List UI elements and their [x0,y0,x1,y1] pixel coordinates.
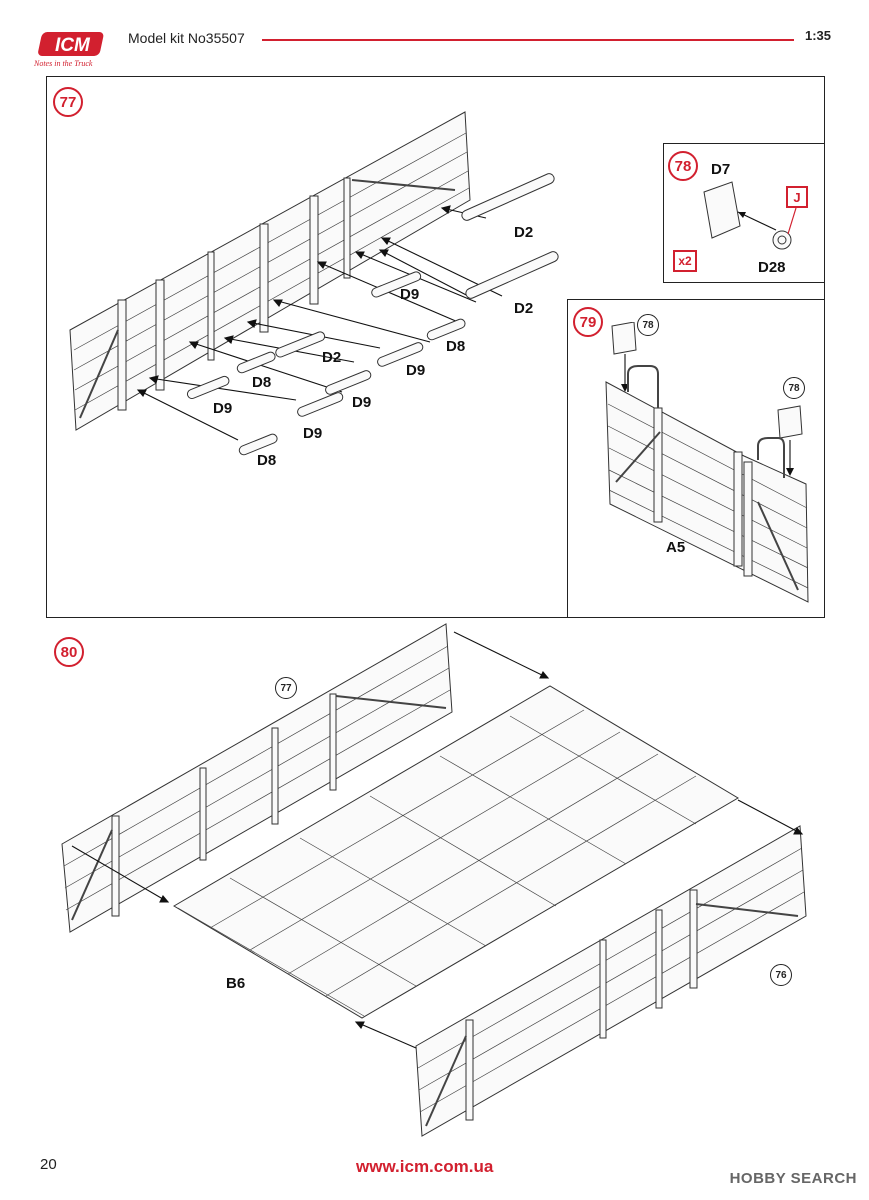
label-d28: D28 [758,259,786,276]
icm-logo: ICM Notes in the Truck [22,24,112,70]
quantity-badge: x2 [673,250,697,272]
step-77-diagram [69,111,559,456]
label-d8-c: D8 [257,452,277,469]
step-79-panel [567,299,825,618]
paint-code-badge: J [786,186,808,208]
label-d9-d: D9 [213,400,233,417]
svg-text:ICM: ICM [55,35,91,56]
ref-76-badge: 76 [770,964,792,986]
step-78-badge: 78 [668,151,698,181]
watermark: HOBBY SEARCH [729,1170,857,1187]
step-80-badge: 80 [54,637,84,667]
label-d9-e: D9 [303,425,323,442]
svg-text:Notes in the Truck: Notes in the Truck [33,59,93,68]
step-78-diagram [703,181,797,250]
label-d9-c: D9 [352,394,372,411]
label-d9-b: D9 [406,362,426,379]
ref-78-badge-b: 78 [783,377,805,399]
step-79-badge: 79 [573,307,603,337]
step-80-diagram [61,623,807,1137]
scale-label: 1:35 [804,28,831,43]
step-77-badge: 77 [53,87,83,117]
label-a5: A5 [666,539,686,556]
step-78-panel [663,143,825,283]
website-link[interactable]: www.icm.com.ua [356,1157,494,1176]
kit-title: Model kit No35507 [128,30,245,46]
label-d2-c: D2 [322,349,342,366]
step-79-diagram [605,322,809,603]
label-d9-a: D9 [400,286,420,303]
label-d7: D7 [711,161,731,178]
label-d2-b: D2 [514,300,534,317]
label-b6: B6 [226,975,246,992]
ref-78-badge-a: 78 [637,314,659,336]
label-d2-a: D2 [514,224,534,241]
page-number: 20 [40,1156,57,1173]
label-d8-a: D8 [446,338,466,355]
ref-77-badge: 77 [275,677,297,699]
label-d8-b: D8 [252,374,272,391]
header-rule [262,39,794,41]
